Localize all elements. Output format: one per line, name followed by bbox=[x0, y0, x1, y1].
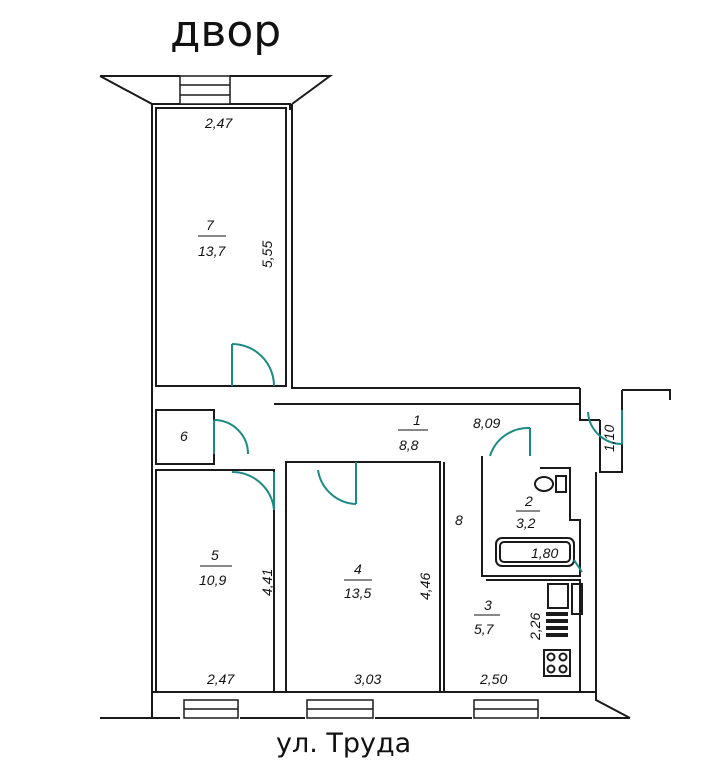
room-4-number: 4 bbox=[354, 561, 362, 577]
room-4-width: 3,03 bbox=[354, 671, 381, 687]
window-room4 bbox=[306, 699, 374, 719]
room-6-number: 6 bbox=[180, 428, 188, 444]
room-3-area: 5,7 bbox=[474, 621, 495, 637]
room-5-width: 2,47 bbox=[206, 671, 235, 687]
room-5-number: 5 bbox=[211, 547, 219, 563]
bathtub-length: 1,80 bbox=[531, 545, 558, 561]
door-entrance bbox=[587, 410, 623, 446]
room-5-length: 4,41 bbox=[259, 569, 275, 596]
room-3-width: 2,50 bbox=[479, 671, 507, 687]
window-room3 bbox=[473, 699, 539, 719]
room-7-length: 5,55 bbox=[259, 241, 275, 268]
outer-wall-left bbox=[99, 75, 153, 719]
room-7-number: 7 bbox=[206, 217, 215, 233]
door-room5 bbox=[231, 470, 275, 511]
room-4-length: 4,46 bbox=[417, 573, 433, 600]
room-3-number: 3 bbox=[484, 597, 492, 613]
kitchen-sink bbox=[547, 583, 569, 609]
room-2-area: 3,2 bbox=[516, 515, 536, 531]
room-7-area: 13,7 bbox=[198, 243, 226, 259]
door-room2 bbox=[489, 426, 531, 457]
room-1-number: 1 bbox=[413, 412, 421, 428]
door-room6 bbox=[213, 419, 249, 455]
corridor-top-wall bbox=[274, 388, 600, 421]
room-1-length: 8,09 bbox=[473, 415, 500, 431]
window-top bbox=[179, 75, 231, 105]
door-kitchen bbox=[573, 559, 583, 573]
bathtub-inner bbox=[499, 541, 571, 563]
room-2-number: 2 bbox=[524, 493, 533, 509]
room-7-width: 2,47 bbox=[204, 115, 233, 131]
room-7-outline bbox=[155, 107, 287, 387]
corridor-dimension: 8 bbox=[455, 512, 463, 528]
door-room4 bbox=[317, 462, 357, 505]
street-label: ул. Труда bbox=[276, 728, 412, 759]
bathtub bbox=[495, 537, 575, 567]
radiator bbox=[546, 612, 568, 637]
door-room7 bbox=[231, 343, 275, 387]
toilet bbox=[534, 476, 554, 492]
room-4-area: 13,5 bbox=[344, 585, 371, 601]
room-1-area: 8,8 bbox=[399, 437, 419, 453]
room-3-length: 2,26 bbox=[527, 613, 543, 641]
wall-room7-right bbox=[291, 104, 580, 389]
outer-wall-right bbox=[595, 472, 631, 719]
room-5-area: 10,9 bbox=[199, 572, 226, 588]
stove bbox=[543, 649, 571, 677]
courtyard-label: двор bbox=[170, 6, 282, 57]
outer-wall-top bbox=[100, 75, 334, 105]
room-1-width: 1,10 bbox=[601, 425, 617, 452]
room-2-outline bbox=[481, 456, 581, 577]
window-room5 bbox=[183, 699, 239, 719]
